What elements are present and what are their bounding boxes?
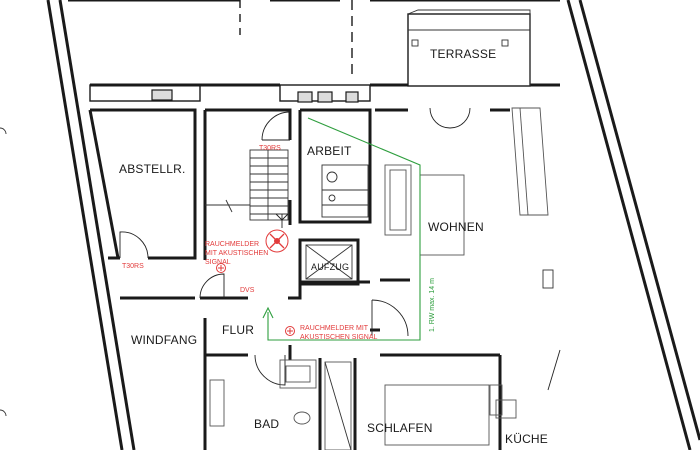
t30rs-stair-label: T30RS [259, 145, 281, 152]
fire-alarm-icon [285, 326, 295, 336]
rauchmelder-1-line1: RAUCHMELDER [205, 241, 259, 248]
room-label-wohnen: WOHNEN [428, 220, 484, 234]
room-label-arbeit: ARBEIT [307, 144, 352, 158]
room-label-flur: FLUR [222, 323, 254, 337]
stair-core [203, 108, 292, 260]
outer-walls [46, 0, 700, 450]
elevator-shaft [298, 238, 360, 286]
terrasse-area [407, 9, 531, 87]
upper-wall-band [89, 84, 371, 103]
room-label-aufzug: AUFZUG [311, 262, 349, 272]
room-labels: TERRASSE ABSTELLR. ARBEIT WOHNEN AUFZUG … [119, 47, 548, 446]
bad-fixtures [209, 359, 352, 450]
fire-alarm-icon [216, 263, 226, 273]
escape-route-label: 1. RW max. 14 m [429, 278, 436, 332]
safety-annotations: T30RS T30RS RAUCHMELDER MIT AKUSTISCHEN … [122, 145, 378, 341]
room-label-abstellr: ABSTELLR. [119, 162, 186, 176]
wohnen-area [375, 107, 554, 289]
rauchmelder-1-line3: SIGNAL [205, 259, 231, 266]
escape-route: 1. RW max. 14 m [262, 117, 436, 341]
room-label-bad: BAD [254, 417, 279, 431]
room-label-terrasse: TERRASSE [430, 47, 496, 61]
abstellraum-walls [88, 108, 197, 260]
t30rs-abstell-label: T30RS [122, 263, 144, 270]
rauchmelder-2-line2: AKUSTISCHEN SIGNAL [300, 334, 378, 341]
dvs-label: DVS [240, 287, 255, 294]
page-edge-marks [0, 127, 7, 417]
smoke-detector-icon [265, 229, 289, 253]
arbeit-walls [298, 108, 372, 224]
rauchmelder-2-line1: RAUCHMELDER MIT [300, 325, 369, 332]
room-label-windfang: WINDFANG [131, 333, 197, 347]
schlafen-furniture [384, 384, 517, 446]
door-swings [119, 107, 561, 391]
room-label-schlafen: SCHLAFEN [367, 421, 433, 435]
room-label-kueche: KÜCHE [505, 432, 548, 446]
rauchmelder-1-line2: MIT AKUSTISCHEN [205, 250, 268, 257]
